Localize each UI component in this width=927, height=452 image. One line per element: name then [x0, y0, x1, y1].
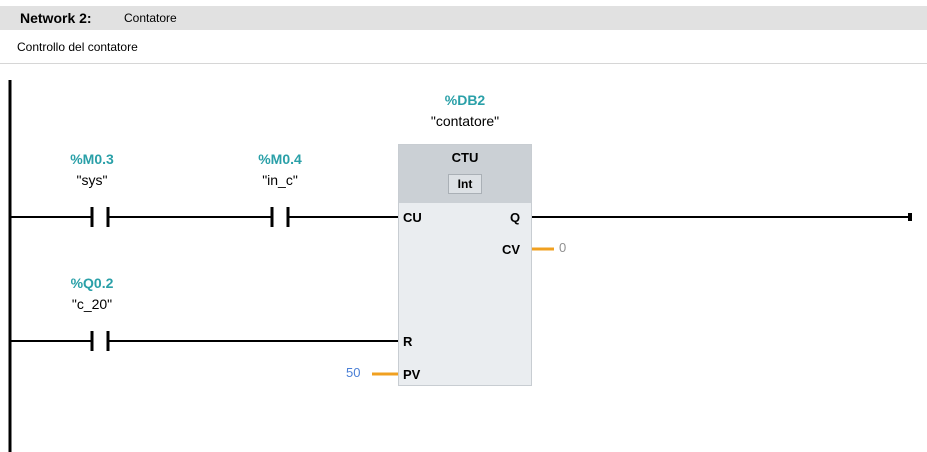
- ctu-block[interactable]: CTU Int: [398, 144, 532, 386]
- network-comment-text: Controllo del contatore: [17, 40, 138, 54]
- network-title: Network 2:: [20, 10, 92, 26]
- cv-value[interactable]: 0: [559, 240, 567, 255]
- instance-db-symbol[interactable]: "contatore": [430, 113, 500, 129]
- no-contact-icon[interactable]: [88, 329, 112, 353]
- network-name[interactable]: Contatore: [124, 11, 177, 25]
- contact-address[interactable]: %M0.4: [258, 151, 302, 167]
- contact-address[interactable]: %Q0.2: [70, 275, 114, 291]
- instance-db-address[interactable]: %DB2: [444, 92, 486, 108]
- network-comment[interactable]: Controllo del contatore: [0, 35, 927, 64]
- pin-q: Q: [510, 210, 521, 225]
- block-data-type[interactable]: Int: [448, 174, 482, 194]
- network-header[interactable]: Network 2: Contatore: [0, 6, 927, 30]
- block-header: CTU Int: [399, 145, 531, 203]
- pin-pv: PV: [403, 367, 421, 382]
- pv-value[interactable]: 50: [346, 365, 361, 380]
- pin-r: R: [403, 334, 413, 349]
- contact-address[interactable]: %M0.3: [70, 151, 114, 167]
- contact-symbol[interactable]: "sys": [76, 172, 108, 188]
- contact-symbol[interactable]: "in_c": [262, 172, 298, 188]
- contact-symbol[interactable]: "c_20": [71, 296, 113, 312]
- pin-cu: CU: [403, 210, 422, 225]
- pin-cv: CV: [502, 242, 521, 257]
- coil-end-icon: [908, 213, 912, 221]
- block-type: CTU: [451, 150, 479, 165]
- no-contact-icon[interactable]: [268, 205, 292, 229]
- no-contact-icon[interactable]: [88, 205, 112, 229]
